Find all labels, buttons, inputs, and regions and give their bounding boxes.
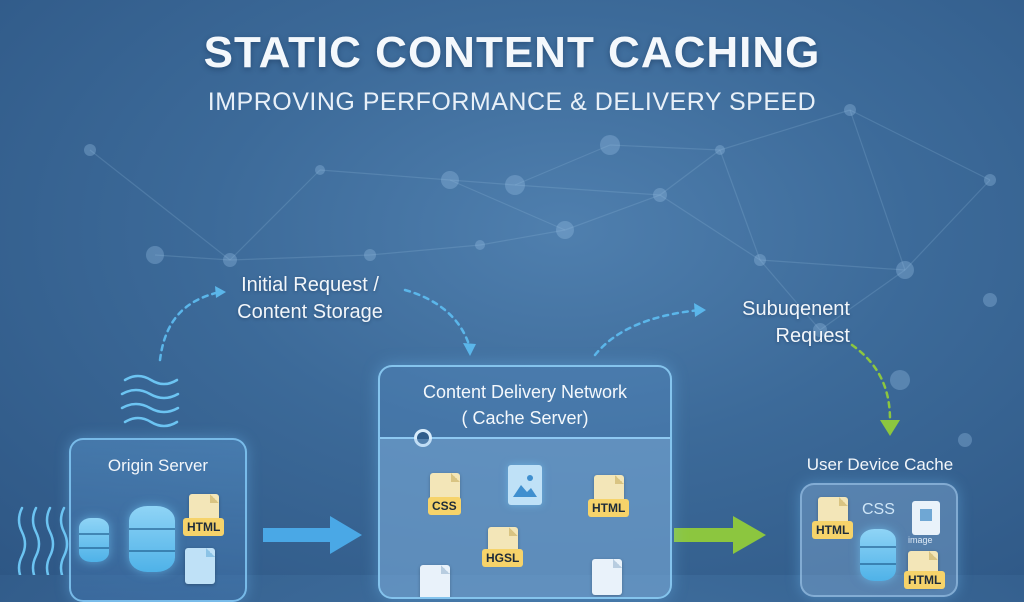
user-css-label: CSS (862, 501, 895, 518)
user-image-label: image (908, 535, 933, 545)
solid-arrow-cdn-to-user (674, 516, 766, 554)
subsequent-request-line2: Request (775, 325, 851, 347)
user-device-cache-title: User Device Cache (806, 455, 954, 474)
large-database-icon (129, 506, 175, 572)
blue-file-icon (185, 548, 215, 584)
image-file-icon (508, 465, 542, 505)
cdn-status-dot (414, 429, 432, 447)
cdn-cache-server-box: Content Delivery Network ( Cache Server)… (378, 365, 672, 599)
cdn-tag-css: CSS (428, 497, 461, 515)
arrowhead-origin-up (215, 286, 226, 298)
user-tag-html: HTML (812, 521, 854, 539)
page-title: STATIC CONTENT CACHING (203, 28, 821, 77)
small-database-icon (79, 518, 109, 562)
initial-request-line2: Content Storage (237, 301, 383, 323)
dashed-arrow-to-user (850, 343, 892, 422)
solid-arrow-origin-to-cdn (263, 516, 362, 554)
subsequent-request-label: Subuqenent Request (700, 296, 850, 350)
html-file-tag: HTML (183, 518, 225, 536)
cdn-header: Content Delivery Network ( Cache Server) (380, 367, 670, 439)
dashed-arrow-cdn-up (593, 308, 702, 357)
initial-request-line1: Initial Request / (241, 274, 379, 296)
cdn-white-file-icon-left (420, 565, 450, 597)
signal-waves-icon (120, 374, 180, 428)
cdn-tag-hgsl: HGSL (482, 549, 524, 567)
user-image-file-icon (912, 501, 940, 535)
cdn-body: CSS HTML HGSL (380, 439, 670, 597)
initial-request-label: Initial Request / Content Storage (210, 272, 410, 326)
cdn-title: Content Delivery Network ( Cache Server) (380, 379, 670, 431)
origin-server-box: Origin Server HTML (69, 438, 247, 602)
background-network (17, 104, 997, 575)
cdn-tag-html: HTML (588, 499, 630, 517)
arrowhead-to-cdn (463, 343, 476, 356)
arrowhead-to-user (880, 420, 900, 436)
cdn-white-file-icon-right (592, 559, 622, 595)
user-device-cache-box: HTML CSS image HTML (800, 483, 958, 597)
dashed-arrow-to-cdn (403, 288, 472, 350)
cdn-title-line1: Content Delivery Network (422, 382, 628, 402)
cdn-title-line2: ( Cache Server) (461, 408, 589, 428)
subsequent-request-line1: Subuqenent (742, 298, 850, 320)
user-tag-html-2: HTML (904, 571, 946, 589)
origin-server-title: Origin Server (107, 456, 209, 475)
dashed-arrow-origin-up (158, 290, 222, 362)
user-database-icon (860, 529, 896, 581)
page-subtitle: IMPROVING PERFORMANCE & DELIVERY SPEED (207, 88, 817, 116)
arrowhead-cdn-up (694, 303, 706, 317)
vertical-waves-icon (17, 506, 69, 575)
